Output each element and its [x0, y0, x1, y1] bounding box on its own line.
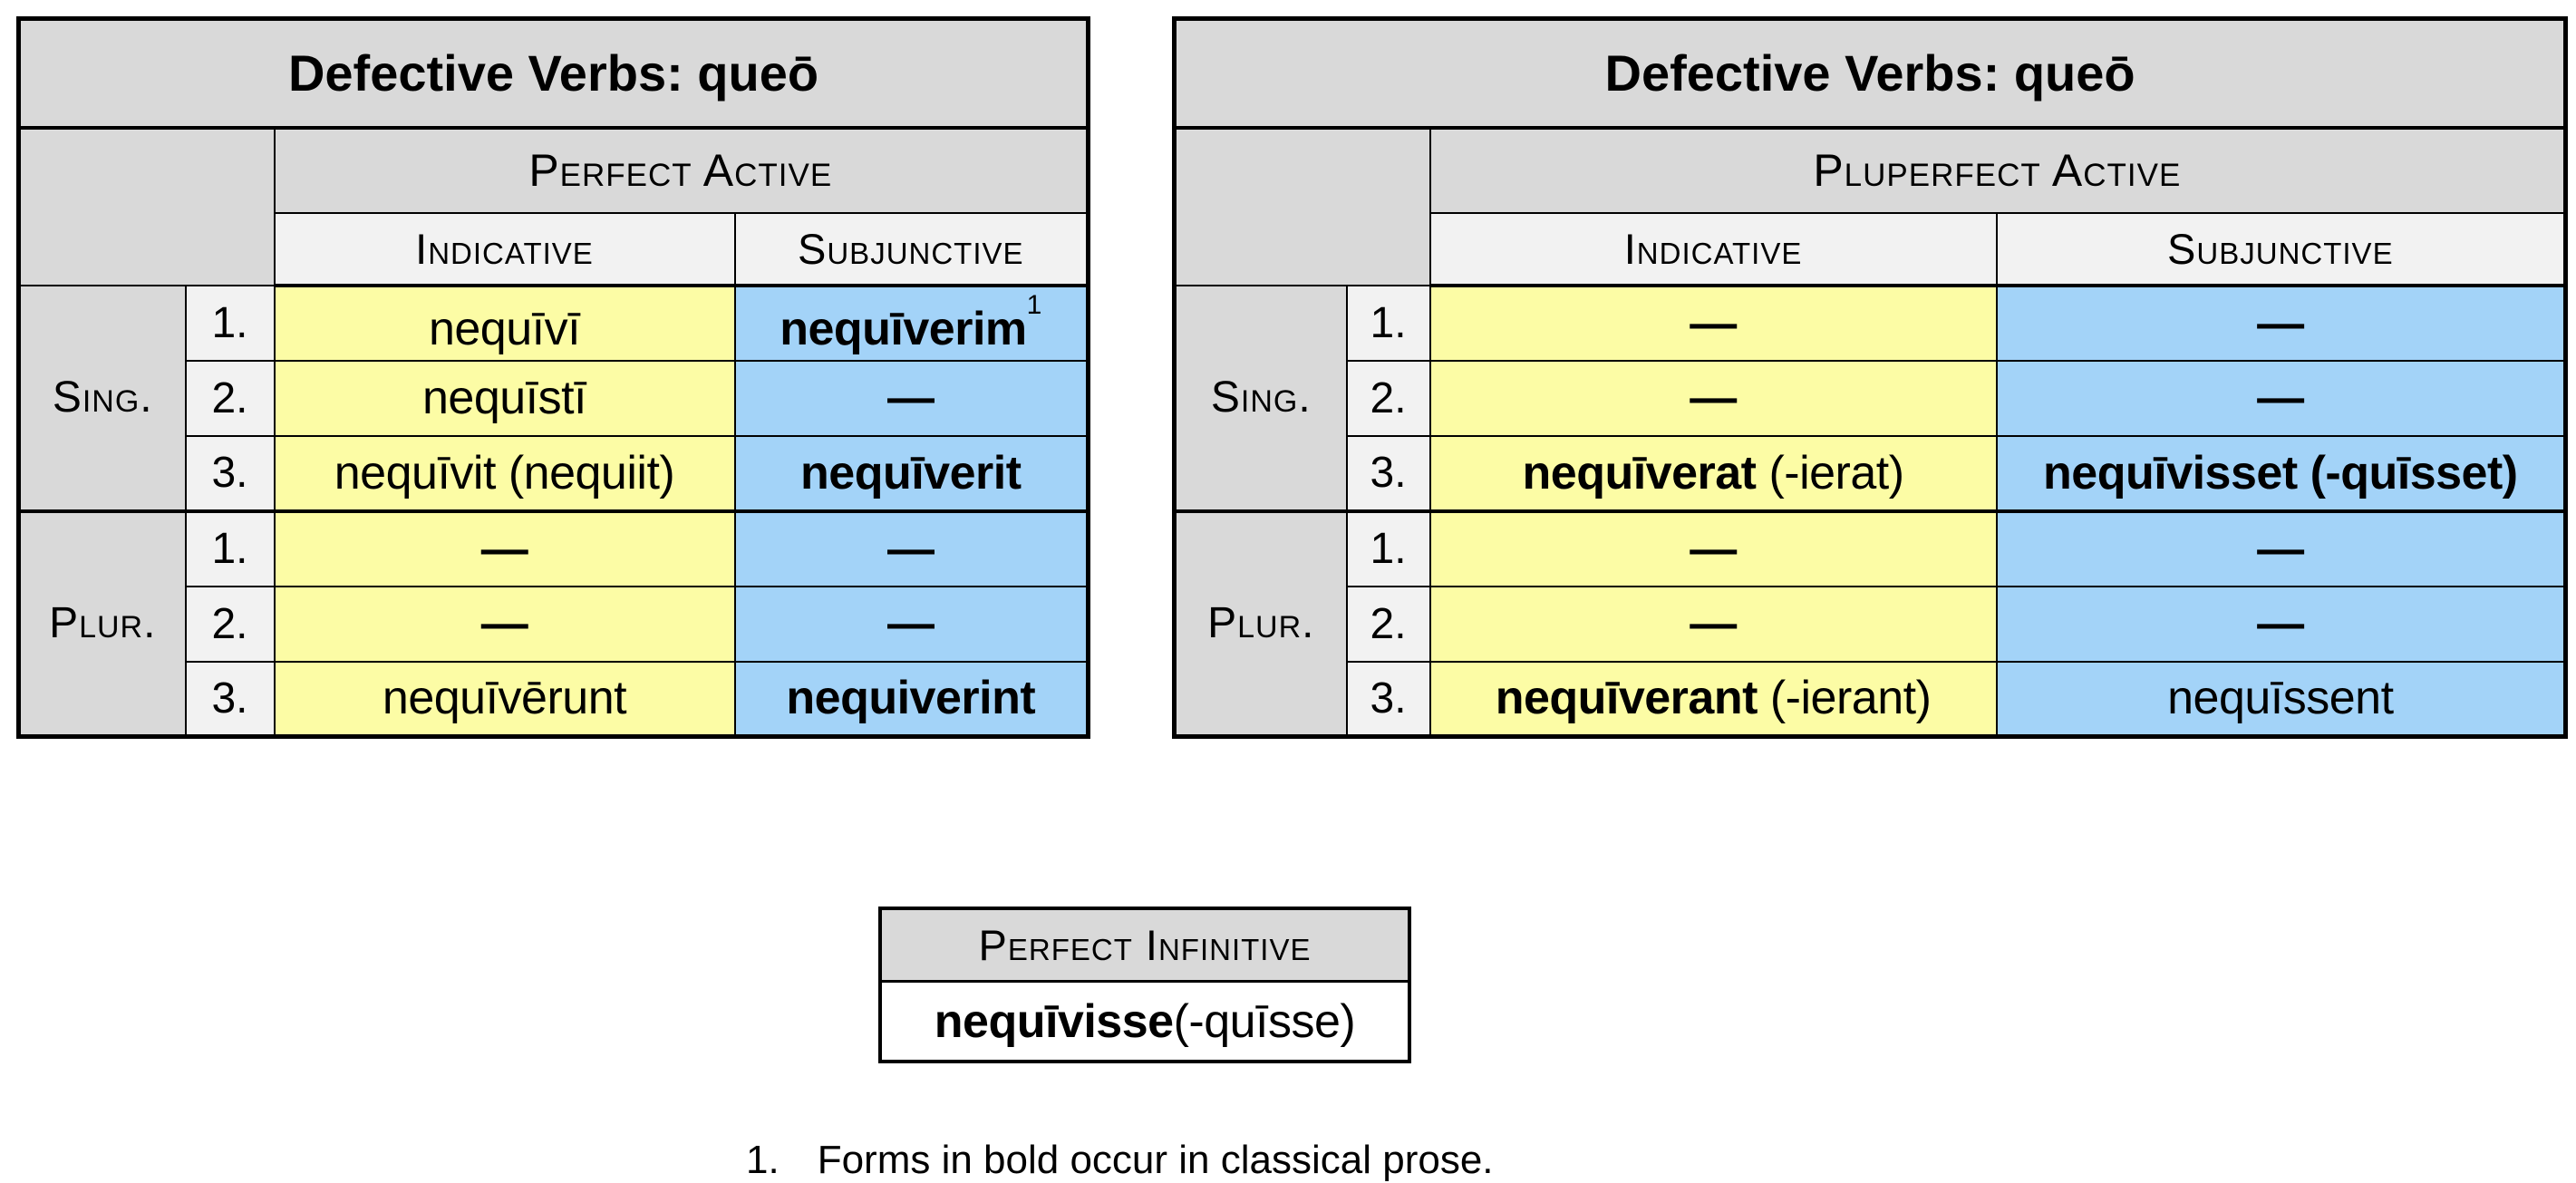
cell-text-bold: nequīverat — [1522, 446, 1757, 499]
indicative-cell: — — [1428, 509, 1998, 587]
subjunctive-cell: — — [1995, 284, 2567, 362]
cell-text-bold: nequiverint — [786, 672, 1036, 725]
person-number: 3. — [1345, 434, 1431, 512]
perfect-infinitive-form: nequīvisse (-quīsse) — [882, 983, 1408, 1060]
cell-text: (-ierant) — [1757, 672, 1932, 725]
cell-text: (-quīsse) — [1173, 994, 1356, 1048]
plural-label: Plur. — [1173, 509, 1348, 738]
footnote: 1. Forms in bold occur in classical pros… — [746, 1138, 2576, 1183]
subjunctive-cell: nequīverit — [733, 434, 1089, 512]
subjunctive-cell: nequīverim1 — [733, 284, 1089, 362]
person-number: 2. — [1345, 585, 1431, 663]
pluperfect-active-table: Defective Verbs: queō Pluperfect Active … — [1172, 16, 2569, 739]
cell-text-bold: — — [1690, 372, 1737, 424]
indicative-cell: nequīvit (nequiit) — [273, 434, 736, 512]
cell-text: nequīssent — [2167, 672, 2394, 725]
plural-label: Plur. — [17, 509, 187, 738]
footnote-text: Forms in bold occur in classical prose. — [817, 1138, 1494, 1182]
subjunctive-cell: — — [733, 359, 1089, 437]
indicative-cell: nequīverat (-ierat) — [1428, 434, 1998, 512]
indicative-cell: — — [273, 509, 736, 587]
person-number: 1. — [1345, 284, 1431, 362]
person-number: 2. — [184, 585, 276, 663]
subjunctive-header: Subjunctive — [733, 211, 1089, 287]
cell-text: (-ierat) — [1756, 446, 1904, 499]
indicative-cell: nequīverant (-ierant) — [1428, 660, 1998, 738]
person-number: 2. — [1345, 359, 1431, 437]
conjugation-tables-row: Defective Verbs: queō Perfect Active Ind… — [16, 16, 2576, 739]
person-number: 3. — [1345, 660, 1431, 738]
person-number: 1. — [1345, 509, 1431, 587]
indicative-cell: nequīvī — [273, 284, 736, 362]
subjunctive-cell: — — [733, 509, 1089, 587]
cell-text-bold: — — [887, 372, 935, 424]
cell-text-bold: — — [2257, 372, 2304, 424]
corner-cell — [1173, 126, 1431, 286]
singular-label: Sing. — [17, 284, 187, 512]
subjunctive-cell: nequiverint — [733, 660, 1089, 738]
subjunctive-header: Subjunctive — [1995, 211, 2567, 287]
person-number: 3. — [184, 434, 276, 512]
singular-label: Sing. — [1173, 284, 1348, 512]
cell-text-bold: — — [1690, 296, 1737, 350]
indicative-cell: nequīstī — [273, 359, 736, 437]
indicative-cell: — — [273, 585, 736, 663]
cell-text-bold: — — [887, 522, 935, 576]
tense-header: Pluperfect Active — [1428, 126, 2567, 214]
cell-text: nequīstī — [421, 372, 587, 424]
cell-text-bold: nequīverant — [1495, 672, 1758, 725]
subjunctive-cell: — — [1995, 509, 2567, 587]
perfect-active-table: Defective Verbs: queō Perfect Active Ind… — [16, 16, 1091, 739]
cell-text-bold: — — [2257, 522, 2304, 576]
table-title: Defective Verbs: queō — [1173, 17, 2567, 130]
subjunctive-cell: — — [1995, 359, 2567, 437]
cell-text-bold: — — [480, 597, 528, 650]
cell-text-bold: — — [1690, 522, 1737, 576]
perfect-infinitive-box: Perfect Infinitive nequīvisse (-quīsse) — [878, 907, 1411, 1063]
cell-text-bold: — — [887, 597, 935, 650]
perfect-infinitive-header: Perfect Infinitive — [882, 910, 1408, 983]
indicative-cell: — — [1428, 284, 1998, 362]
subjunctive-cell: — — [733, 585, 1089, 663]
cell-text-bold: nequīverim — [780, 303, 1027, 355]
indicative-cell: nequīvērunt — [273, 660, 736, 738]
cell-text: nequīvī — [428, 303, 581, 355]
subjunctive-cell: — — [1995, 585, 2567, 663]
table-title: Defective Verbs: queō — [17, 17, 1089, 130]
indicative-cell: — — [1428, 359, 1998, 437]
subjunctive-cell: nequīssent — [1995, 660, 2567, 738]
indicative-header: Indicative — [273, 211, 736, 287]
cell-text-bold: — — [1690, 597, 1737, 650]
cell-text-bold: — — [480, 522, 528, 576]
cell-text-bold: nequīvisset (-quīsset) — [2043, 446, 2518, 499]
cell-text-bold: nequīvisse — [934, 994, 1174, 1048]
indicative-cell: — — [1428, 585, 1998, 663]
person-number: 1. — [184, 284, 276, 362]
cell-text-bold: — — [2257, 597, 2304, 650]
subjunctive-cell: nequīvisset (-quīsset) — [1995, 434, 2567, 512]
footnote-ref: 1 — [1026, 290, 1042, 320]
person-number: 1. — [184, 509, 276, 587]
cell-text-bold: — — [2257, 296, 2304, 350]
corner-cell — [17, 126, 276, 286]
footnote-number: 1. — [746, 1138, 780, 1182]
cell-text: nequīvērunt — [382, 672, 627, 725]
cell-text: nequīvit (nequiit) — [334, 446, 675, 499]
person-number: 3. — [184, 660, 276, 738]
cell-text-bold: nequīverit — [800, 446, 1022, 499]
tense-header: Perfect Active — [273, 126, 1089, 214]
person-number: 2. — [184, 359, 276, 437]
indicative-header: Indicative — [1428, 211, 1998, 287]
